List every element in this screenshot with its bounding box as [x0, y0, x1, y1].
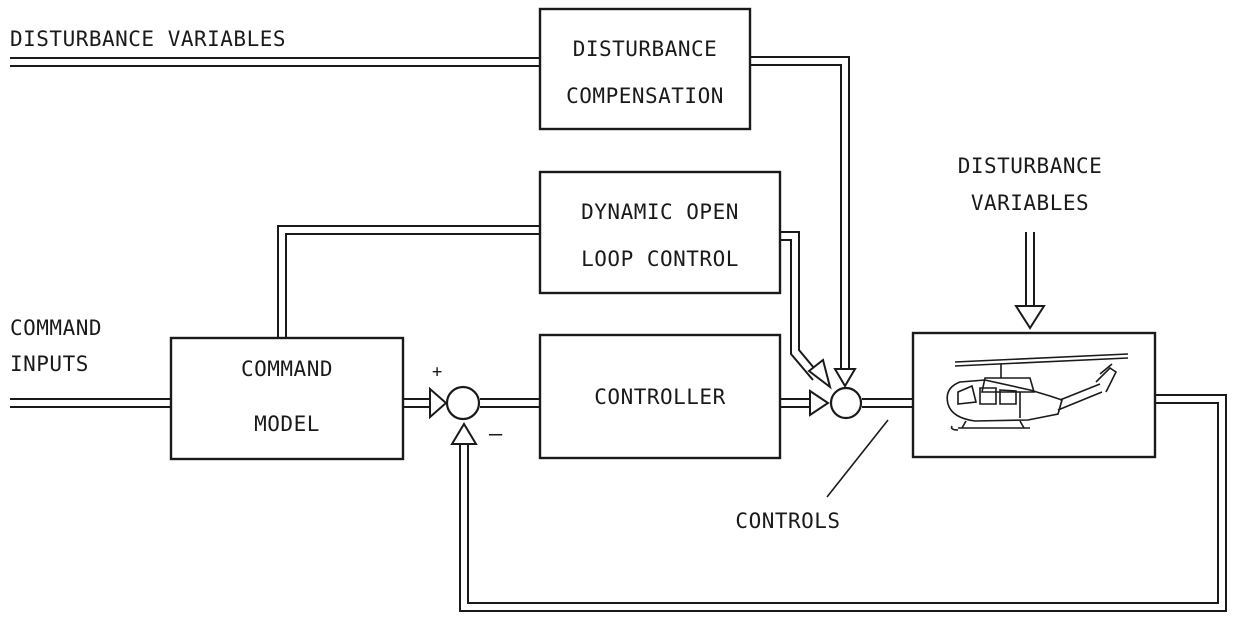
disturbance-right-label-line1: DISTURBANCE	[958, 154, 1103, 178]
dynamic-open-loop-control-box	[540, 172, 780, 293]
command-model-label-line1: COMMAND	[241, 357, 333, 381]
summing-junction-1	[447, 387, 479, 419]
arrow-into-plant-disturbance	[1016, 306, 1044, 328]
dynamic-label-line2: LOOP CONTROL	[581, 247, 739, 271]
dynamic-label-line1: DYNAMIC OPEN	[581, 200, 739, 224]
arrow-compensation-down	[835, 369, 855, 386]
controller-label: CONTROLLER	[594, 385, 725, 409]
controls-label: CONTROLS	[735, 509, 840, 533]
plant-box	[913, 333, 1155, 457]
controls-pointer-line	[827, 420, 888, 497]
arrow-feedback-up	[452, 424, 476, 444]
arrow-into-junction1	[430, 389, 446, 417]
compensation-label-line1: DISTURBANCE	[573, 37, 718, 61]
summing-junction-2	[831, 388, 861, 418]
minus-sign: –	[489, 422, 503, 447]
disturbance-top-label: DISTURBANCE VARIABLES	[10, 27, 286, 51]
command-inputs-label-line2: INPUTS	[10, 352, 89, 376]
plus-sign: +	[432, 362, 443, 382]
command-model-label-line2: MODEL	[254, 412, 320, 436]
disturbance-right-label-line2: VARIABLES	[971, 191, 1089, 215]
compensation-label-line2: COMPENSATION	[566, 84, 724, 108]
command-inputs-label-line1: COMMAND	[10, 316, 102, 340]
arrow-dynamic-diag	[809, 360, 830, 387]
arrow-into-junction2	[810, 391, 828, 415]
disturbance-compensation-box	[540, 9, 750, 129]
